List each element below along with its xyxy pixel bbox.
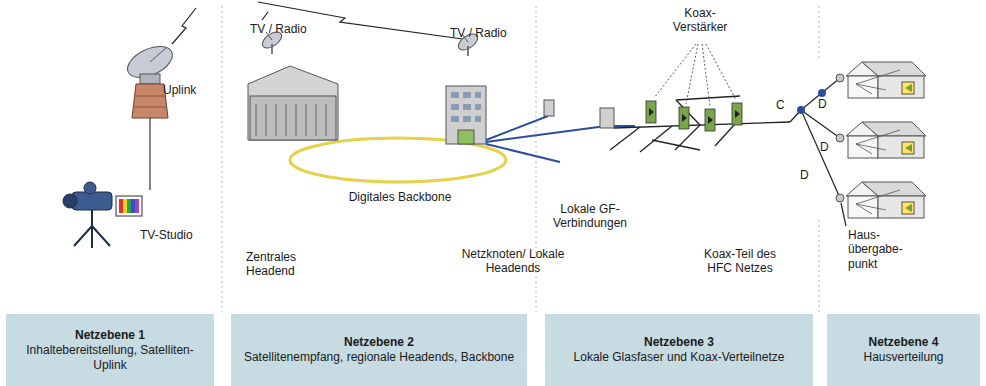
band-description: Inhaltebereitstellung, Satelliten-Uplink [12,343,208,373]
component-label: Haus- übergabe- punkt [848,228,904,271]
component-label: Digitales Backbone [330,190,470,204]
band-heading: Netzebene 3 [644,335,714,350]
component-label: Koax-Verstärker [668,6,732,35]
band-heading: Netzebene 2 [344,335,414,350]
component-label: TV / Radio [450,26,507,40]
cable-segment-letter: D [820,140,829,154]
cable-segment-letter: C [776,98,785,112]
cable-segment-letter: D [818,97,827,111]
band-description: Hausverteilung [863,350,943,365]
component-label: Uplink [163,83,196,97]
network-level-band: Netzebene 2Satellitenempfang, regionale … [231,314,527,386]
cable-segment-letter: D [800,168,809,182]
band-heading: Netzebene 1 [75,328,145,343]
network-level-band: Netzebene 1Inhaltebereitstellung, Satell… [6,314,214,386]
component-label: Lokale GF-Verbindungen [535,202,645,231]
component-label: Zentrales Headend [246,250,326,279]
band-description: Satellitenempfang, regionale Headends, B… [244,350,514,365]
network-level-band: Netzebene 3Lokale Glasfaser und Koax-Ver… [545,314,813,386]
band-description: Lokale Glasfaser und Koax-Verteilnetze [574,350,785,365]
component-label: Netzknoten/ Lokale Headends [458,247,568,276]
component-label: Koax-Teil des HFC Netzes [690,247,790,276]
band-heading: Netzebene 4 [868,335,938,350]
component-label: TV-Studio [140,228,193,242]
network-level-band: Netzebene 4Hausverteilung [827,314,980,386]
component-label: TV / Radio [250,22,307,36]
